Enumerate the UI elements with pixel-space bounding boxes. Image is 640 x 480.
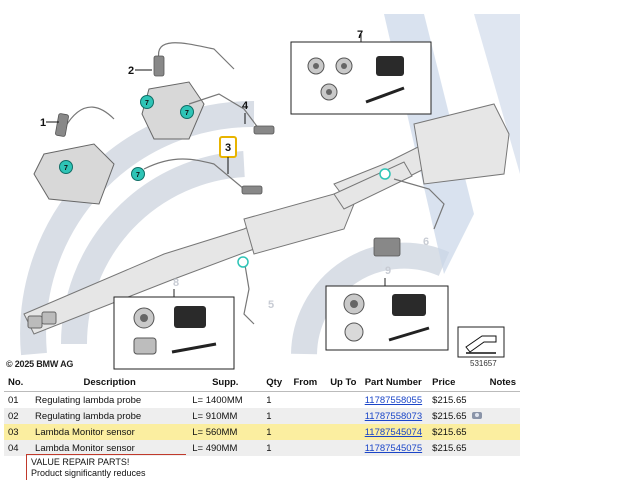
camera-icon[interactable] [471, 412, 482, 420]
exploded-parts-diagram: 7 7 7 7 1 2 4 7 3 6 5 8 9 [20, 14, 520, 370]
row-description: Regulating lambda probe [35, 394, 142, 406]
part-number-link[interactable]: 11787545074 [364, 426, 423, 438]
note-line: Product significantly reduces [31, 468, 146, 478]
col-notes: Notes [485, 374, 520, 392]
svg-text:1: 1 [40, 117, 46, 129]
svg-text:7: 7 [185, 110, 189, 117]
table-row[interactable]: 02 Regulating lambda probe L= 910MM 1 11… [4, 408, 520, 424]
parts-table: No. Description Supp. Qty From Up To Par… [4, 374, 520, 456]
col-qty: Qty [262, 374, 290, 392]
row-no: 02 [4, 408, 32, 424]
row-no: 04 [4, 440, 32, 456]
row-qty: 1 [262, 408, 290, 424]
diagram-number: 531657 [470, 359, 497, 368]
col-supp: Supp. [188, 374, 263, 392]
row-from [289, 392, 326, 409]
row-no: 03 [4, 424, 32, 440]
svg-text:7: 7 [357, 29, 363, 41]
table-row[interactable]: 04 Lambda Monitor sensor L= 490MM 1 1178… [4, 440, 520, 456]
part-number-link[interactable]: 11787558073 [364, 410, 423, 422]
note-line: VALUE REPAIR PARTS! [31, 457, 130, 467]
col-part-number: Part Number [360, 374, 429, 392]
row-price: $215.65 [428, 440, 486, 456]
table-row[interactable]: 01 Regulating lambda probe L= 1400MM 1 1… [4, 392, 520, 409]
row-no: 01 [8, 394, 19, 406]
row-supp: L= 560MM [188, 424, 263, 440]
row-upto [326, 408, 361, 424]
svg-text:9: 9 [385, 265, 391, 277]
row-price: $215.65 [432, 410, 467, 422]
row-qty: 1 [262, 424, 290, 440]
row-supp: L= 910MM [188, 408, 263, 424]
table-row-selected[interactable]: 03 Lambda Monitor sensor L= 560MM 1 1178… [4, 424, 520, 440]
copyright-text: © 2025 BMW AG [6, 359, 74, 369]
row-upto [326, 424, 361, 440]
svg-text:7: 7 [64, 165, 68, 172]
col-no: No. [4, 374, 32, 392]
svg-text:2: 2 [128, 65, 134, 77]
col-description: Description [31, 374, 189, 392]
row-notes [485, 424, 520, 440]
col-price: Price [428, 374, 486, 392]
row-notes [485, 408, 520, 424]
row-from [289, 424, 327, 440]
row-supp: L= 490MM [188, 440, 263, 456]
row-upto [326, 440, 361, 456]
svg-text:8: 8 [173, 277, 179, 289]
row-qty: 1 [266, 394, 272, 406]
row-description: Regulating lambda probe [31, 408, 189, 424]
row-description: Lambda Monitor sensor [31, 424, 189, 440]
part-number-link[interactable]: 11787558055 [364, 394, 423, 406]
svg-text:6: 6 [423, 236, 429, 248]
row-notes [486, 392, 520, 409]
svg-text:4: 4 [242, 100, 249, 112]
row-price: $215.65 [428, 424, 486, 440]
col-from: From [289, 374, 327, 392]
row-from [289, 440, 327, 456]
row-qty: 1 [262, 440, 290, 456]
row-from [289, 408, 327, 424]
row-supp: L= 1400MM [192, 394, 243, 406]
value-repair-note: VALUE REPAIR PARTS! Product significantl… [26, 454, 186, 480]
table-header-row: No. Description Supp. Qty From Up To Par… [4, 374, 520, 392]
row-notes [485, 440, 520, 456]
svg-text:5: 5 [268, 299, 274, 311]
col-upto: Up To [326, 374, 361, 392]
row-upto [326, 392, 361, 409]
svg-text:3: 3 [225, 142, 231, 154]
row-description: Lambda Monitor sensor [31, 440, 189, 456]
svg-text:7: 7 [136, 172, 140, 179]
part-number-link[interactable]: 11787545075 [364, 442, 423, 454]
row-price: $215.65 [432, 394, 467, 406]
svg-text:7: 7 [145, 100, 149, 107]
